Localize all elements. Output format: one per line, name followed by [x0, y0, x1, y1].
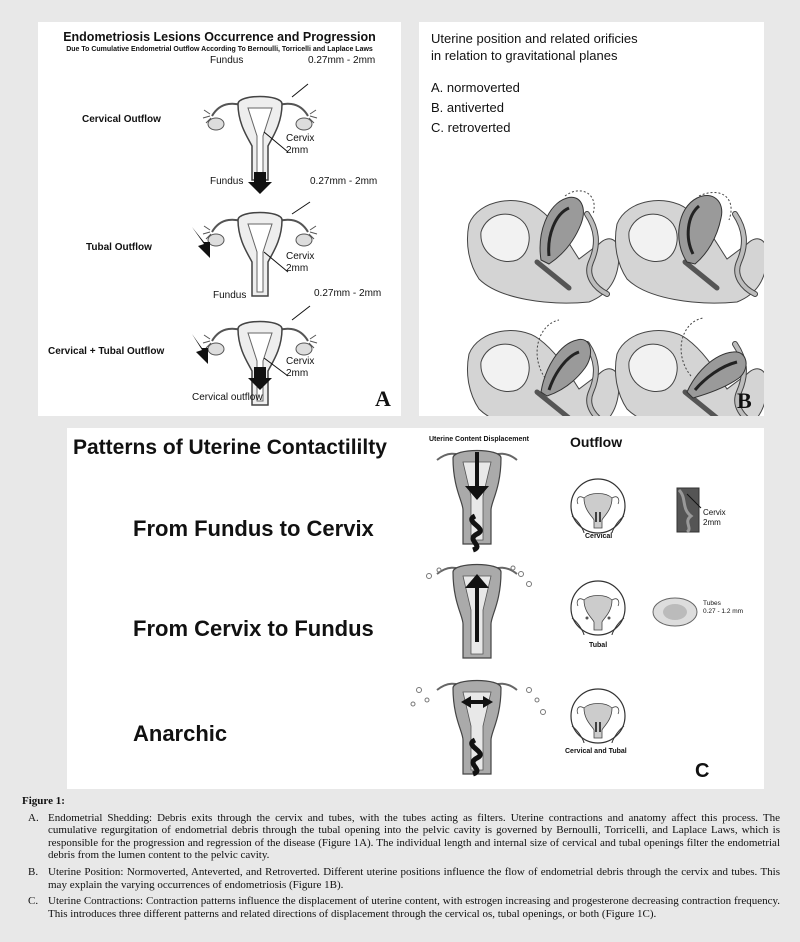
row-label-tubal-outflow: Tubal Outflow — [86, 242, 152, 253]
cervix-label-1: Cervix — [286, 133, 314, 144]
sagittal-illustrations — [419, 22, 764, 416]
panel-b: Uterine position and related orificies i… — [419, 22, 764, 416]
contractility-illustrations — [67, 428, 764, 789]
inset-tubes-size: 0.27 - 1.2 mm — [703, 608, 743, 616]
inset-tubes-label: Tubes — [703, 600, 721, 608]
panel-a: Endometriosis Lesions Occurrence and Pro… — [38, 22, 401, 416]
panel-c-letter: C — [695, 760, 709, 783]
fundus-label-2: Fundus — [210, 176, 243, 187]
outflow-label-cervical-tubal: Cervical and Tubal — [565, 748, 627, 755]
caption-item-b: B. Uterine Position: Normoverted, Anteve… — [22, 866, 780, 891]
row-label-cervical-outflow: Cervical Outflow — [82, 114, 161, 125]
caption-item-b-text: Uterine Position: Normoverted, Anteverte… — [48, 866, 780, 891]
caption-label: Figure 1: — [22, 795, 780, 808]
cervix-size-label-3: 2mm — [286, 368, 308, 379]
panel-b-letter: B — [737, 388, 752, 414]
inset-cervix-label: Cervix — [703, 508, 726, 518]
row-label-cervical-tubal-outflow: Cervical + Tubal Outflow — [48, 346, 164, 357]
caption-item-a: A. Endometrial Shedding: Debris exits th… — [22, 812, 780, 862]
figure-caption: Figure 1: A. Endometrial Shedding: Debri… — [22, 795, 780, 920]
tube-size-label-1: 0.27mm - 2mm — [308, 55, 375, 66]
tube-size-label-2: 0.27mm - 2mm — [310, 176, 377, 187]
tube-size-label-3: 0.27mm - 2mm — [314, 288, 381, 299]
outflow-label-tubal: Tubal — [589, 642, 607, 649]
fundus-label-1: Fundus — [210, 55, 243, 66]
cervix-label-2: Cervix — [286, 251, 314, 262]
caption-item-c-letter: C. — [28, 895, 38, 908]
outflow-label-cervical: Cervical — [585, 533, 612, 540]
panel-a-letter: A — [375, 386, 391, 412]
cervix-size-label-2: 2mm — [286, 263, 308, 274]
caption-item-a-letter: A. — [28, 812, 39, 825]
cervix-label-3: Cervix — [286, 356, 314, 367]
panel-c: Patterns of Uterine Contactililty Uterin… — [67, 428, 764, 789]
caption-item-c: C. Uterine Contractions: Contraction pat… — [22, 895, 780, 920]
caption-item-c-text: Uterine Contractions: Contraction patter… — [48, 895, 780, 920]
caption-item-a-text: Endometrial Shedding: Debris exits throu… — [48, 812, 780, 862]
fundus-label-3: Fundus — [213, 290, 246, 301]
cervix-size-label-1: 2mm — [286, 145, 308, 156]
caption-item-b-letter: B. — [28, 866, 38, 879]
bottom-cervical-outflow-label: Cervical outflow — [192, 392, 263, 403]
inset-cervix-size: 2mm — [703, 518, 721, 528]
